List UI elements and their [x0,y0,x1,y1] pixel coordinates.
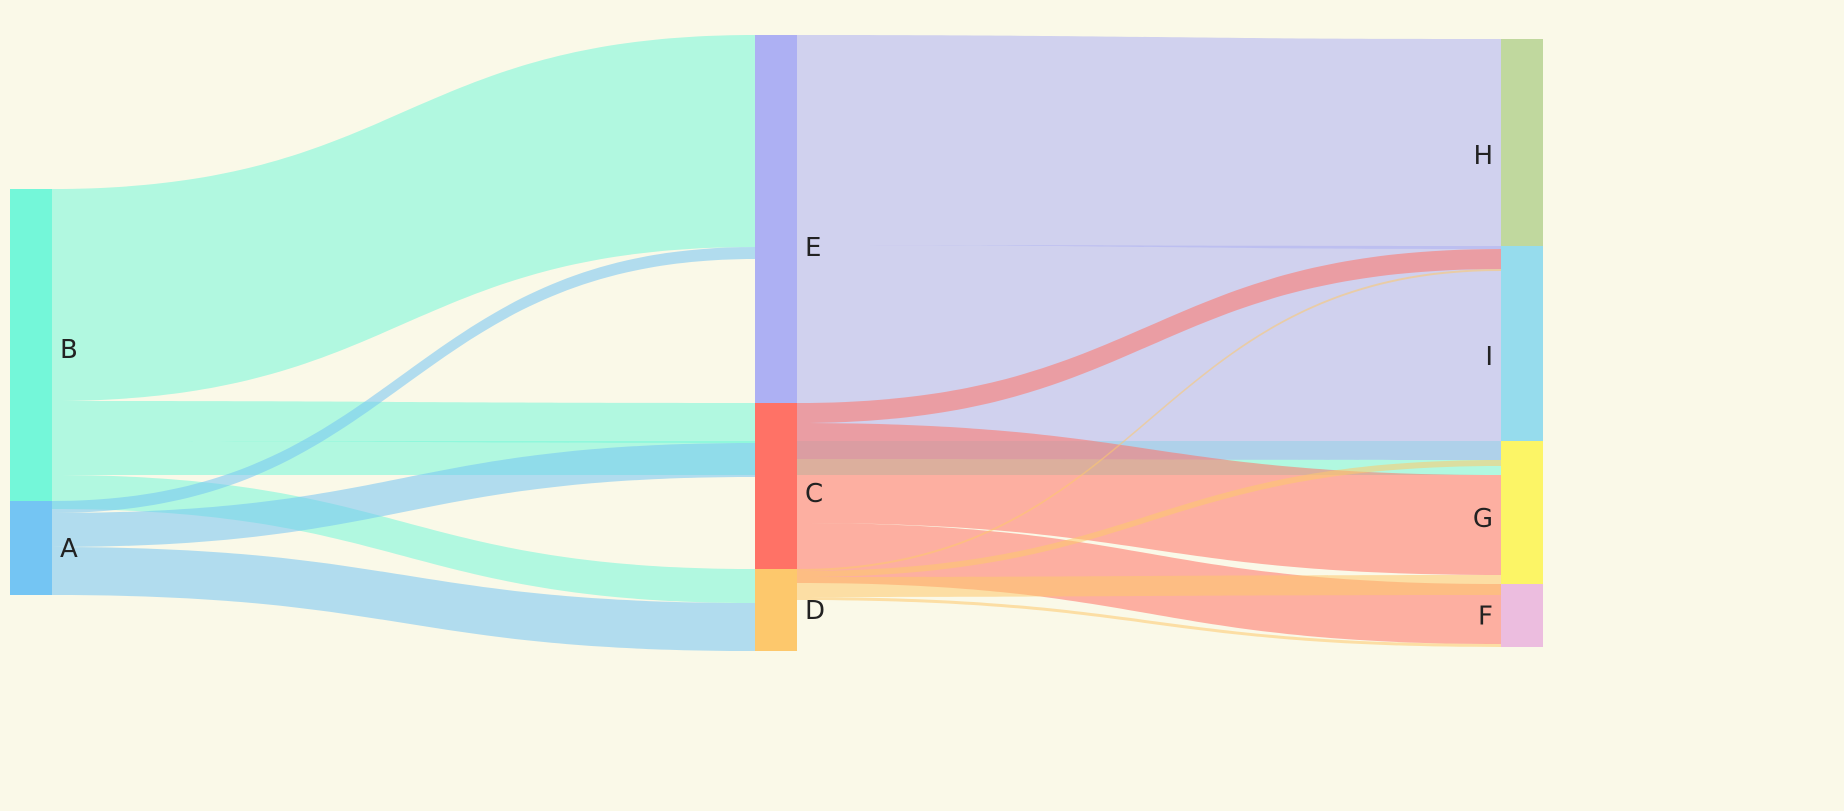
link-c-to-h[interactable] [797,249,1501,423]
link-e-to-h[interactable] [797,35,1501,249]
links-layer [52,35,1501,651]
labels-layer: B A E C D H I G F [60,141,1493,632]
node-label-i: I [1485,342,1493,372]
nodes-layer [10,35,1543,651]
node-a[interactable] [10,501,52,595]
node-label-e: E [805,233,821,263]
link-a-to-d[interactable] [52,547,755,651]
link-d-to-i[interactable] [797,460,1501,577]
link-d-to-g[interactable] [797,575,1501,597]
node-i[interactable] [1501,246,1543,466]
node-g[interactable] [1501,441,1543,595]
link-c-to-g[interactable] [797,423,1501,575]
node-label-d: D [805,596,825,626]
node-e[interactable] [755,35,797,459]
node-label-f: F [1478,602,1493,632]
link-d-to-f[interactable] [797,597,1501,647]
link-a-to-e[interactable] [52,247,755,513]
node-label-h: H [1473,141,1493,171]
link-d-to-h[interactable] [797,269,1501,571]
node-label-g: G [1473,504,1493,534]
link-a-to-c[interactable] [52,443,755,547]
link-b-to-c[interactable] [52,401,755,443]
node-d[interactable] [755,569,797,651]
node-b[interactable] [10,189,52,509]
node-label-a: A [60,534,78,564]
node-f[interactable] [1501,584,1543,647]
node-label-c: C [805,479,823,509]
node-h[interactable] [1501,39,1543,271]
node-label-b: B [60,335,78,365]
link-b-to-e[interactable] [52,35,755,401]
node-c[interactable] [755,403,797,583]
